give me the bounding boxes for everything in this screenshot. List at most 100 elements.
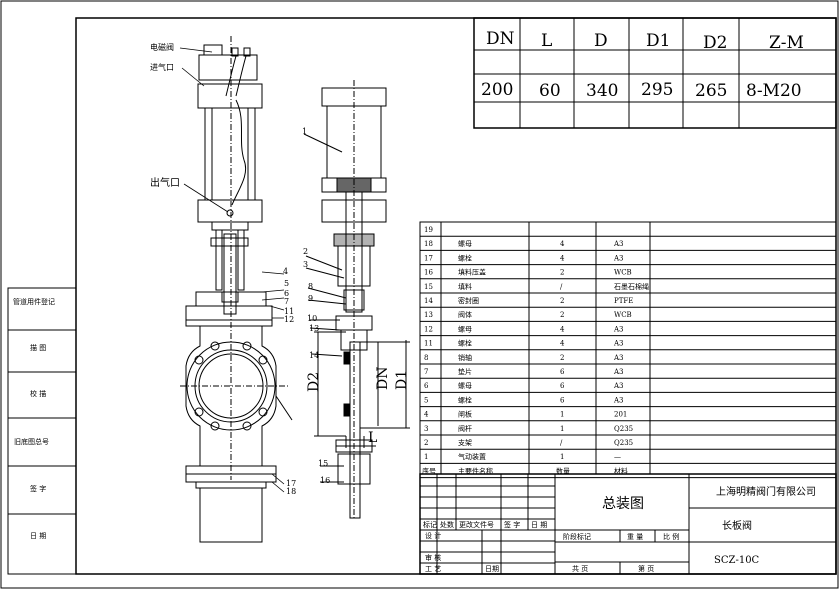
parts-cell-no: 7 bbox=[424, 368, 428, 376]
parts-cell-name: 螺栓 bbox=[458, 395, 472, 404]
parts-cell-qty: 1 bbox=[560, 425, 564, 433]
callout: 5 bbox=[284, 279, 289, 288]
dim-d2-label: D2 bbox=[306, 372, 322, 392]
strip-label: 旧底图总号 bbox=[14, 437, 49, 446]
parts-cell-material: A3 bbox=[613, 354, 624, 362]
strip-label: 签 字 bbox=[30, 484, 46, 493]
parts-header-name: 主要件名称 bbox=[458, 466, 493, 475]
parts-cell-material: Q235 bbox=[614, 439, 633, 447]
date-label: 日期 bbox=[485, 565, 499, 573]
parts-cell-qty: 6 bbox=[560, 382, 565, 390]
parts-cell-name: 闸板 bbox=[458, 410, 472, 419]
dim-value: 340 bbox=[586, 81, 618, 101]
dim-dn-label: DN bbox=[375, 367, 391, 390]
parts-cell-material: PTFE bbox=[614, 297, 633, 305]
drawing-title: 总装图 bbox=[602, 496, 644, 512]
parts-cell-qty: 2 bbox=[560, 269, 564, 277]
parts-cell-name: 螺母 bbox=[458, 324, 472, 333]
parts-cell-name: 填料 bbox=[458, 282, 472, 291]
parts-cell-material: A3 bbox=[613, 396, 624, 404]
parts-cell-qty: 4 bbox=[560, 340, 565, 348]
parts-header-no: 序号 bbox=[422, 466, 436, 475]
callout: 13 bbox=[309, 324, 319, 333]
parts-cell-name: 密封圈 bbox=[458, 296, 479, 305]
parts-cell-name: 支架 bbox=[458, 438, 472, 447]
parts-cell-no: 4 bbox=[424, 411, 429, 419]
callout: 10 bbox=[307, 314, 317, 323]
parts-cell-no: 5 bbox=[424, 396, 428, 404]
parts-cell-material: A3 bbox=[613, 325, 624, 333]
strip-label: 日 期 bbox=[30, 532, 46, 540]
callout: 9 bbox=[308, 294, 313, 303]
dimension-table: DN L D D1 D2 Z-M 200 60 340 295 265 8-M2… bbox=[473, 17, 837, 129]
process-label: 工 艺 bbox=[425, 565, 441, 573]
callout: 4 bbox=[283, 267, 288, 276]
callout: 11 bbox=[284, 307, 294, 316]
parts-cell-name: 螺母 bbox=[458, 381, 472, 390]
strip-label: 管道用件登记 bbox=[13, 297, 55, 306]
title-block: 标记 处数 更改文件号 签 字 日 期 设 计 审 核 工 艺 日期 总装图 阶… bbox=[419, 473, 837, 575]
product-name: 长板阀 bbox=[722, 519, 752, 532]
parts-cell-qty: / bbox=[560, 439, 563, 447]
callout-numbers: 1 2 3 4 5 6 7 8 9 10 11 12 13 14 15 16 1… bbox=[283, 127, 330, 496]
rev-label: 签 字 bbox=[504, 520, 520, 529]
strip-label: 描 图 bbox=[30, 343, 46, 352]
solenoid-label: 电磁阀 bbox=[150, 42, 174, 52]
parts-cell-qty: 2 bbox=[560, 311, 564, 319]
parts-cell-no: 16 bbox=[424, 269, 433, 277]
parts-cell-no: 13 bbox=[424, 311, 433, 319]
parts-cell-qty: 4 bbox=[560, 240, 565, 248]
callout: 8 bbox=[308, 282, 313, 291]
rev-label: 更改文件号 bbox=[459, 520, 494, 529]
parts-cell-material: WCB bbox=[614, 311, 632, 319]
parts-cell-no: 8 bbox=[424, 354, 428, 362]
drawing-number: SCZ-10C bbox=[714, 555, 760, 566]
parts-cell-no: 15 bbox=[424, 283, 433, 291]
rev-label: 处数 bbox=[440, 520, 454, 529]
total-pages-label: 共 页 bbox=[572, 564, 588, 573]
dim-header: L bbox=[541, 31, 552, 51]
parts-cell-qty: 4 bbox=[560, 325, 565, 333]
scale-label: 比 例 bbox=[663, 532, 679, 541]
dim-value: 200 bbox=[481, 80, 513, 100]
dim-header: D bbox=[594, 31, 608, 51]
outlet-label: 出气口 bbox=[150, 176, 180, 189]
parts-cell-name: 阀体 bbox=[458, 310, 472, 319]
parts-cell-no: 12 bbox=[424, 325, 433, 333]
weight-label: 重 量 bbox=[627, 533, 643, 541]
parts-cell-material: A3 bbox=[613, 382, 624, 390]
dim-value: 265 bbox=[695, 81, 727, 101]
parts-cell-material: A3 bbox=[613, 340, 624, 348]
inlet-label: 进气口 bbox=[150, 62, 174, 72]
callout: 16 bbox=[320, 476, 330, 485]
parts-cell-name: 气动装置 bbox=[458, 452, 486, 461]
dim-value: 60 bbox=[539, 81, 561, 101]
dim-header: D1 bbox=[646, 31, 670, 51]
callout: 18 bbox=[286, 487, 296, 496]
design-label: 设 计 bbox=[425, 531, 441, 540]
parts-cell-qty: 1 bbox=[560, 411, 564, 419]
parts-cell-no: 19 bbox=[424, 226, 433, 234]
callout: 6 bbox=[284, 289, 289, 298]
parts-cell-material: A3 bbox=[613, 368, 624, 376]
parts-header-qty: 数量 bbox=[556, 466, 570, 475]
callout: 7 bbox=[284, 297, 289, 306]
parts-cell-name: 螺母 bbox=[458, 239, 472, 248]
callout: 15 bbox=[318, 459, 328, 468]
parts-cell-no: 2 bbox=[424, 439, 428, 447]
parts-cell-qty: 6 bbox=[560, 368, 565, 376]
company-name: 上海明精阀门有限公司 bbox=[716, 485, 816, 498]
parts-cell-no: 17 bbox=[424, 254, 433, 262]
parts-cell-material: — bbox=[614, 453, 621, 461]
dim-value: 295 bbox=[641, 80, 673, 100]
parts-cell-qty: 6 bbox=[560, 396, 565, 404]
parts-cell-no: 1 bbox=[424, 453, 428, 461]
rev-label: 日 期 bbox=[531, 521, 547, 529]
front-leaders bbox=[179, 47, 285, 493]
parts-cell-material: A3 bbox=[613, 254, 624, 262]
parts-header-material: 材料 bbox=[614, 466, 628, 475]
valve-front-view bbox=[180, 36, 293, 543]
parts-cell-material: 201 bbox=[614, 411, 627, 419]
